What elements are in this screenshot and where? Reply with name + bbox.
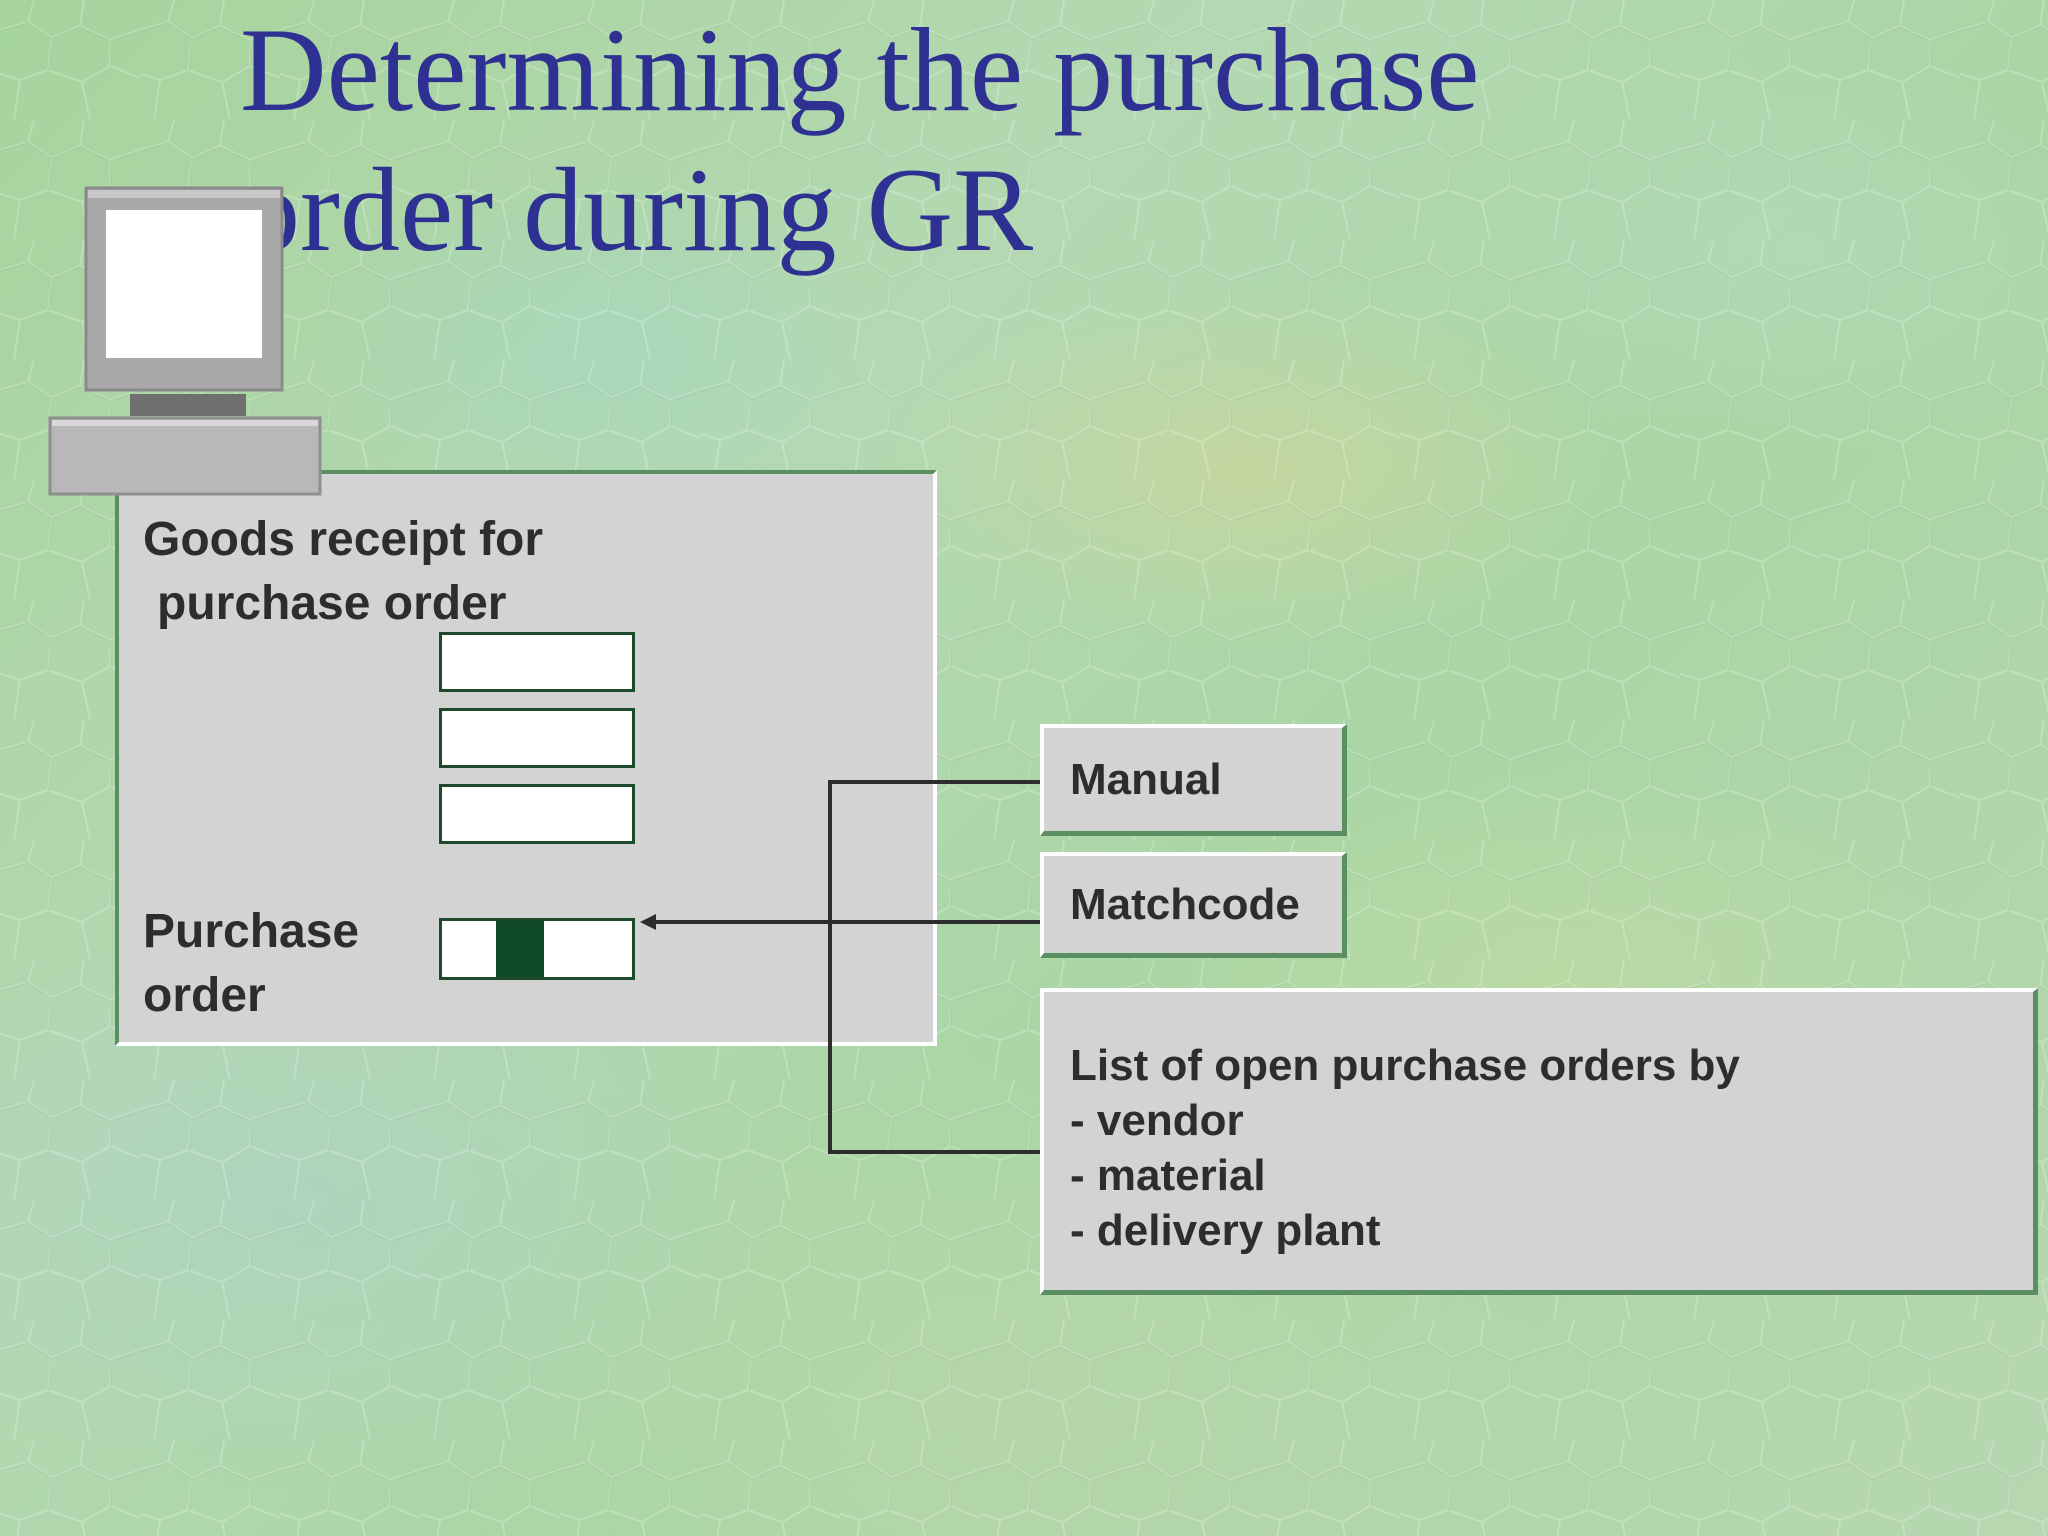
slide-title-line-2: order during GR bbox=[240, 143, 1034, 276]
purchase-order-label-line-2: order bbox=[143, 969, 266, 1022]
input-field-1[interactable] bbox=[439, 632, 635, 692]
slide-title-line-1: Determining the purchase bbox=[240, 3, 1480, 136]
open-po-list-heading: List of open purchase orders by bbox=[1070, 1041, 1740, 1090]
purchase-order-label: Purchase order bbox=[143, 900, 359, 1028]
goods-receipt-window: Goods receipt for purchase order Purchas… bbox=[115, 470, 937, 1046]
purchase-order-cursor-marker bbox=[496, 921, 544, 977]
purchase-order-label-line-1: Purchase bbox=[143, 905, 360, 958]
window-title-line-2: purchase order bbox=[157, 577, 507, 630]
window-title: Goods receipt for purchase order bbox=[143, 508, 543, 636]
matchcode-option-label: Matchcode bbox=[1070, 879, 1300, 929]
manual-option-label: Manual bbox=[1070, 754, 1222, 804]
open-po-list-item-vendor: - vendor bbox=[1070, 1096, 1244, 1145]
input-field-2[interactable] bbox=[439, 708, 635, 768]
open-po-list-box[interactable]: List of open purchase orders by - vendor… bbox=[1040, 988, 2038, 1295]
manual-option-box[interactable]: Manual bbox=[1040, 724, 1347, 836]
purchase-order-field[interactable] bbox=[439, 918, 635, 980]
input-field-3[interactable] bbox=[439, 784, 635, 844]
open-po-list-text: List of open purchase orders by - vendor… bbox=[1070, 1038, 1740, 1258]
open-po-list-item-material: - material bbox=[1070, 1151, 1266, 1200]
window-title-line-1: Goods receipt for bbox=[143, 513, 544, 566]
desktop-computer-icon bbox=[48, 186, 322, 496]
open-po-list-item-delivery-plant: - delivery plant bbox=[1070, 1206, 1381, 1255]
slide-title: Determining the purchase order during GR bbox=[240, 0, 1740, 280]
matchcode-option-box[interactable]: Matchcode bbox=[1040, 852, 1347, 958]
